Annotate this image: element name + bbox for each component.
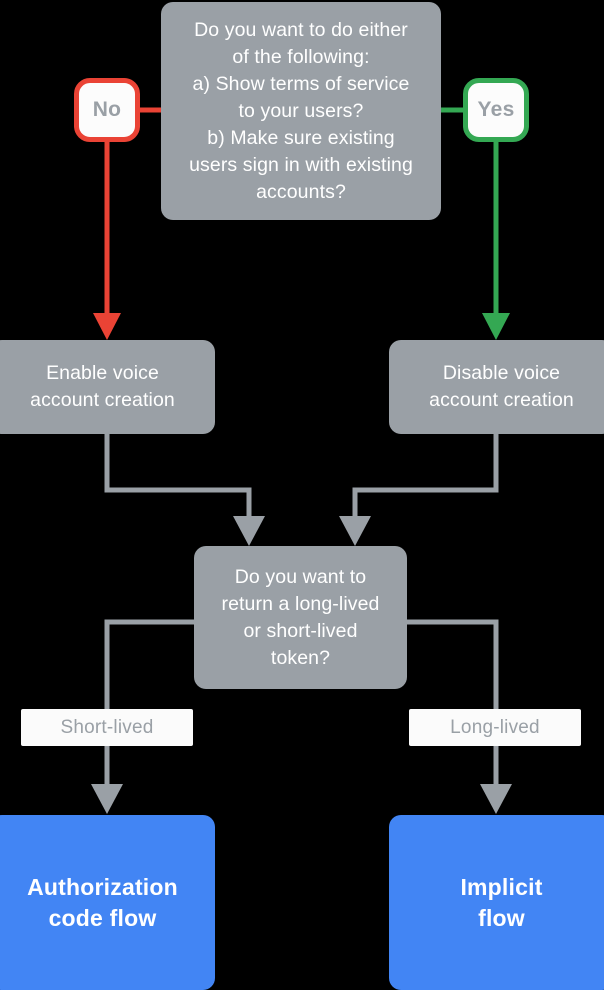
- implicit-flow-text: Implicit flow: [460, 873, 543, 931]
- edge-token-to-implicit-arrowhead: [480, 784, 512, 814]
- label-short-lived[interactable]: Short-lived: [21, 709, 193, 746]
- edge-enable-to-token-arrowhead: [233, 516, 265, 546]
- disable-voice-account-creation-text: Disable voice account creation: [429, 362, 574, 411]
- choice-no-label: No: [92, 98, 122, 121]
- authorization-code-flow-text: Authorization code flow: [27, 873, 178, 931]
- question-top-box[interactable]: Do you want to do either of the followin…: [161, 2, 441, 220]
- question-token-text: Do you want to return a long-lived or sh…: [221, 565, 380, 669]
- choice-yes-label: Yes: [477, 98, 515, 121]
- edge-disable-to-token-arrowhead: [339, 516, 371, 546]
- edge-disable-to-token-line: [352, 434, 499, 519]
- enable-voice-account-creation-text: Enable voice account creation: [30, 362, 175, 411]
- edge-yes-to-disable-arrowhead: [482, 313, 510, 340]
- question-top-text: Do you want to do either of the followin…: [189, 18, 413, 203]
- implicit-flow-box[interactable]: Implicit flow: [389, 815, 604, 990]
- enable-voice-account-creation-box[interactable]: Enable voice account creation: [0, 340, 215, 434]
- edge-no-to-enable-arrowhead: [93, 313, 121, 340]
- label-long-lived-text: Long-lived: [450, 716, 540, 738]
- choice-no-box[interactable]: No: [74, 78, 140, 142]
- label-long-lived[interactable]: Long-lived: [409, 709, 581, 746]
- label-short-lived-text: Short-lived: [60, 716, 154, 738]
- authorization-code-flow-box[interactable]: Authorization code flow: [0, 815, 215, 990]
- edge-enable-to-token-line: [104, 434, 252, 519]
- choice-yes-box[interactable]: Yes: [463, 78, 529, 142]
- edge-token-to-auth-arrowhead: [91, 784, 123, 814]
- question-token-box[interactable]: Do you want to return a long-lived or sh…: [194, 546, 407, 689]
- disable-voice-account-creation-box[interactable]: Disable voice account creation: [389, 340, 604, 434]
